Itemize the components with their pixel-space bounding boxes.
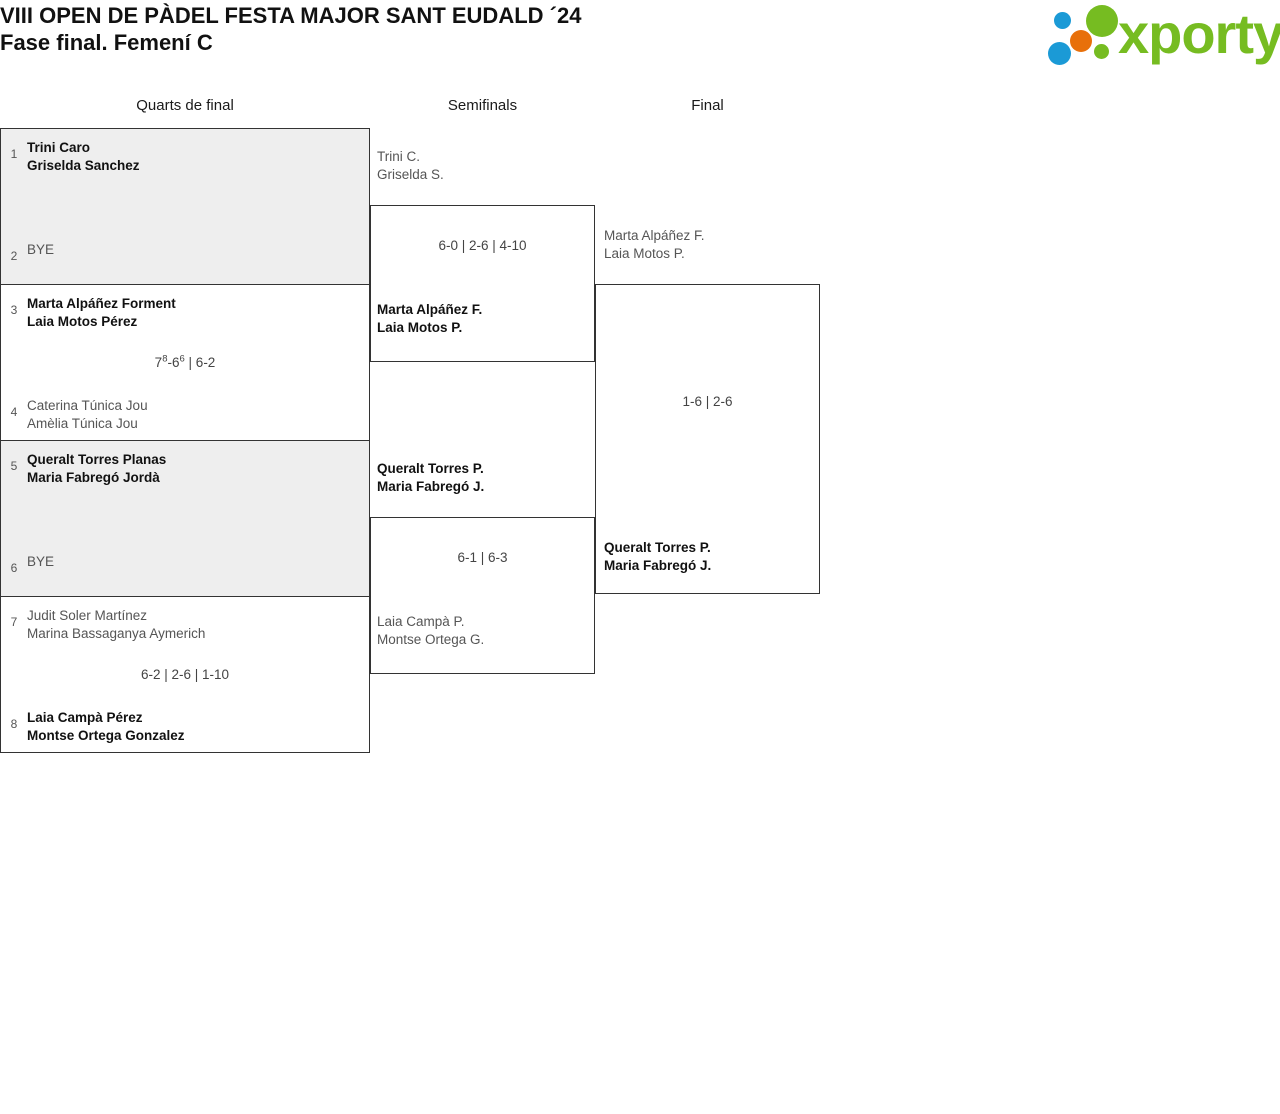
logo-dot-blue-small-icon xyxy=(1054,12,1071,29)
team-entry[interactable]: BYE xyxy=(27,553,363,571)
team-player-1: Queralt Torres Planas xyxy=(27,452,167,467)
round-header-semifinals: Semifinals xyxy=(447,97,518,114)
logo-dot-green-large-icon xyxy=(1086,5,1118,37)
match-r1-1[interactable]: 1 Trini Caro Griselda Sanchez 2 BYE xyxy=(0,128,370,285)
team-player-2: Maria Fabregó J. xyxy=(377,479,485,494)
match-score: 78-66 | 6-2 xyxy=(154,353,216,370)
team-player-2: Laia Motos Pérez xyxy=(27,314,138,329)
match-score: 6-2 | 2-6 | 1-10 xyxy=(140,667,230,682)
team-entry[interactable]: Laia Campà P. Montse Ortega G. xyxy=(377,613,588,649)
team-entry[interactable]: Queralt Torres P. Maria Fabregó J. xyxy=(377,460,588,496)
team-entry[interactable]: BYE xyxy=(27,241,363,259)
tournament-subtitle-line-2: Fase final. Femení C xyxy=(0,30,213,55)
team-player-2: Griselda Sanchez xyxy=(27,158,140,173)
match-score: 1-6 | 2-6 xyxy=(682,394,733,409)
team-player-1: Trini Caro xyxy=(27,140,91,155)
team-player-1: Marta Alpáñez F. xyxy=(377,302,483,317)
seed-number: 2 xyxy=(10,249,18,263)
team-player-1: Marta Alpáñez F. xyxy=(604,228,705,243)
team-entry[interactable]: Caterina Túnica Jou Amèlia Túnica Jou xyxy=(27,397,363,433)
logo-dot-green-small-icon xyxy=(1094,44,1109,59)
xporty-logo-dots-icon xyxy=(1046,4,1124,66)
team-player-1: Laia Campà Pérez xyxy=(27,710,143,725)
team-entry[interactable]: Queralt Torres Planas Maria Fabregó Jord… xyxy=(27,451,363,487)
match-r1-2[interactable]: 3 Marta Alpáñez Forment Laia Motos Pérez… xyxy=(0,284,370,441)
team-player-2: Marina Bassaganya Aymerich xyxy=(27,626,206,641)
seed-number: 1 xyxy=(10,147,18,161)
team-player-1: Caterina Túnica Jou xyxy=(27,398,148,413)
match-r1-4[interactable]: 7 Judit Soler Martínez Marina Bassaganya… xyxy=(0,596,370,753)
team-player-2: Laia Motos P. xyxy=(377,320,463,335)
team-player-1: Laia Campà P. xyxy=(377,614,465,629)
team-player-1: Marta Alpáñez Forment xyxy=(27,296,176,311)
match-r3-1[interactable]: Marta Alpáñez F. Laia Motos P. 1-6 | 2-6… xyxy=(595,228,820,594)
seed-number: 5 xyxy=(10,459,18,473)
xporty-logo[interactable]: xporty xyxy=(1046,2,1280,66)
seed-number: 4 xyxy=(10,405,18,419)
logo-dot-orange-icon xyxy=(1070,30,1092,52)
team-player-1: Queralt Torres P. xyxy=(377,461,484,476)
match-r2-2[interactable]: Queralt Torres P. Maria Fabregó J. 6-1 |… xyxy=(370,461,595,674)
team-player-1: Judit Soler Martínez xyxy=(27,608,148,623)
seed-number: 8 xyxy=(10,717,18,731)
team-entry[interactable]: Marta Alpáñez F. Laia Motos P. xyxy=(377,301,588,337)
team-player-1: Queralt Torres P. xyxy=(604,540,711,555)
team-entry[interactable]: Marta Alpáñez F. Laia Motos P. xyxy=(604,227,813,263)
match-score: 6-0 | 2-6 | 4-10 xyxy=(438,238,527,253)
team-player-2: Maria Fabregó Jordà xyxy=(27,470,160,485)
team-player-1: BYE xyxy=(27,554,55,569)
team-player-1: Trini C. xyxy=(377,149,420,164)
team-entry[interactable]: Trini Caro Griselda Sanchez xyxy=(27,139,363,175)
match-r1-3[interactable]: 5 Queralt Torres Planas Maria Fabregó Jo… xyxy=(0,440,370,597)
team-player-2: Amèlia Túnica Jou xyxy=(27,416,138,431)
xporty-logo-text: xporty xyxy=(1118,2,1280,65)
seed-number: 3 xyxy=(10,303,18,317)
round-header-quarterfinals: Quarts de final xyxy=(136,97,234,114)
team-player-2: Montse Ortega Gonzalez xyxy=(27,728,185,743)
logo-dot-blue-large-icon xyxy=(1048,42,1071,65)
team-entry[interactable]: Judit Soler Martínez Marina Bassaganya A… xyxy=(27,607,363,643)
match-score: 6-1 | 6-3 xyxy=(457,550,508,565)
tournament-title-line-1: VIII OPEN DE PÀDEL FESTA MAJOR SANT EUDA… xyxy=(0,3,582,28)
team-player-2: Maria Fabregó J. xyxy=(604,558,712,573)
team-entry[interactable]: Queralt Torres P. Maria Fabregó J. xyxy=(604,539,813,575)
team-player-1: BYE xyxy=(27,242,55,257)
team-entry[interactable]: Marta Alpáñez Forment Laia Motos Pérez xyxy=(27,295,363,331)
team-entry[interactable]: Trini C. Griselda S. xyxy=(377,148,588,184)
page-header: VIII OPEN DE PÀDEL FESTA MAJOR SANT EUDA… xyxy=(0,0,1280,80)
seed-number: 6 xyxy=(10,561,18,575)
seed-number: 7 xyxy=(10,615,18,629)
match-r2-1[interactable]: Trini C. Griselda S. 6-0 | 2-6 | 4-10 Ma… xyxy=(370,149,595,362)
team-entry[interactable]: Laia Campà Pérez Montse Ortega Gonzalez xyxy=(27,709,363,745)
round-header-final: Final xyxy=(691,97,724,114)
team-player-2: Griselda S. xyxy=(377,167,444,182)
team-player-2: Laia Motos P. xyxy=(604,246,685,261)
tournament-title-block: VIII OPEN DE PÀDEL FESTA MAJOR SANT EUDA… xyxy=(0,2,900,56)
team-player-2: Montse Ortega G. xyxy=(377,632,485,647)
